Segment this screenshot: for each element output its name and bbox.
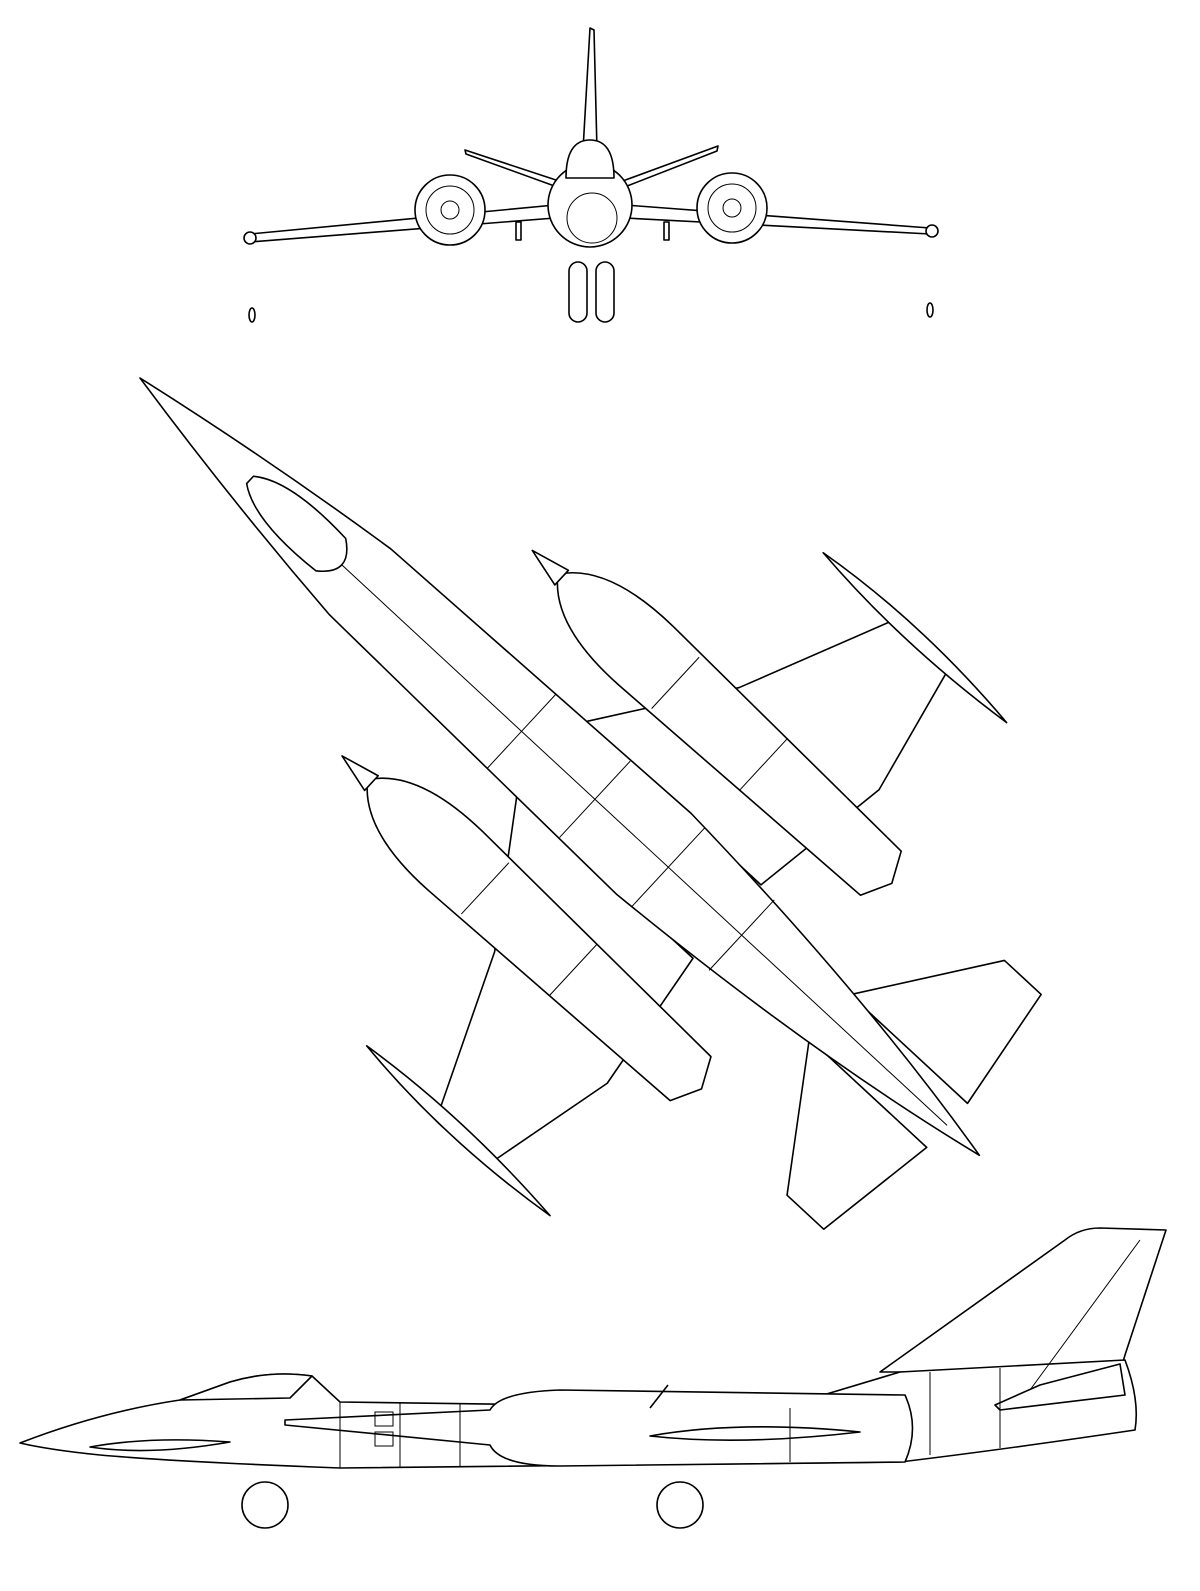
front-left-tailplane xyxy=(464,149,563,189)
side-belly-tank xyxy=(89,1439,231,1452)
front-right-tailplane xyxy=(619,145,719,189)
side-main-wheel xyxy=(656,1481,704,1529)
plan-nacelle-cone-upper xyxy=(531,549,570,586)
side-nose-wheel xyxy=(241,1481,289,1529)
side-fin xyxy=(879,1227,1167,1373)
plan-nacelle-upper xyxy=(556,571,902,896)
plan-canopy xyxy=(245,475,348,573)
front-main-wheel-right xyxy=(595,261,615,323)
front-main-wheel-left xyxy=(568,261,588,323)
front-left-gear-leg xyxy=(515,221,522,241)
front-right-wingtip xyxy=(925,224,939,238)
side-nacelle xyxy=(284,1389,914,1467)
plan-tailplane-upper xyxy=(849,959,1042,1105)
front-right-outrigger-wheel xyxy=(926,302,934,318)
front-left-engine-inner xyxy=(425,185,475,235)
front-fin xyxy=(582,27,598,151)
front-left-outrigger-wheel xyxy=(248,307,256,323)
front-right-engine-core xyxy=(722,198,742,218)
front-canopy xyxy=(565,139,615,179)
side-tip-tank xyxy=(649,1426,861,1441)
plan-panel-lines xyxy=(460,656,788,996)
side-panel-lines xyxy=(339,1239,1141,1468)
side-canopy xyxy=(179,1373,313,1401)
plan-nacelle-lower xyxy=(366,777,712,1102)
plan-tailplane-lower xyxy=(786,1037,928,1230)
front-left-engine-core xyxy=(440,200,460,220)
front-left-wingtip xyxy=(243,231,257,245)
front-right-gear-leg xyxy=(663,221,670,241)
side-view xyxy=(19,1227,1167,1529)
side-tailplane xyxy=(994,1363,1126,1411)
plan-nacelle-cone-lower xyxy=(341,755,379,792)
side-aerial xyxy=(649,1384,669,1409)
front-view xyxy=(243,27,939,323)
front-right-engine-inner xyxy=(707,183,757,233)
plan-tip-tank-upper xyxy=(822,551,1008,724)
front-intake xyxy=(566,192,618,244)
front-right-engine xyxy=(696,172,768,244)
front-left-engine xyxy=(414,174,486,246)
plan-view xyxy=(139,377,1042,1230)
plan-fuselage-centerline xyxy=(330,554,948,1126)
plan-tip-tank-lower xyxy=(365,1044,551,1217)
